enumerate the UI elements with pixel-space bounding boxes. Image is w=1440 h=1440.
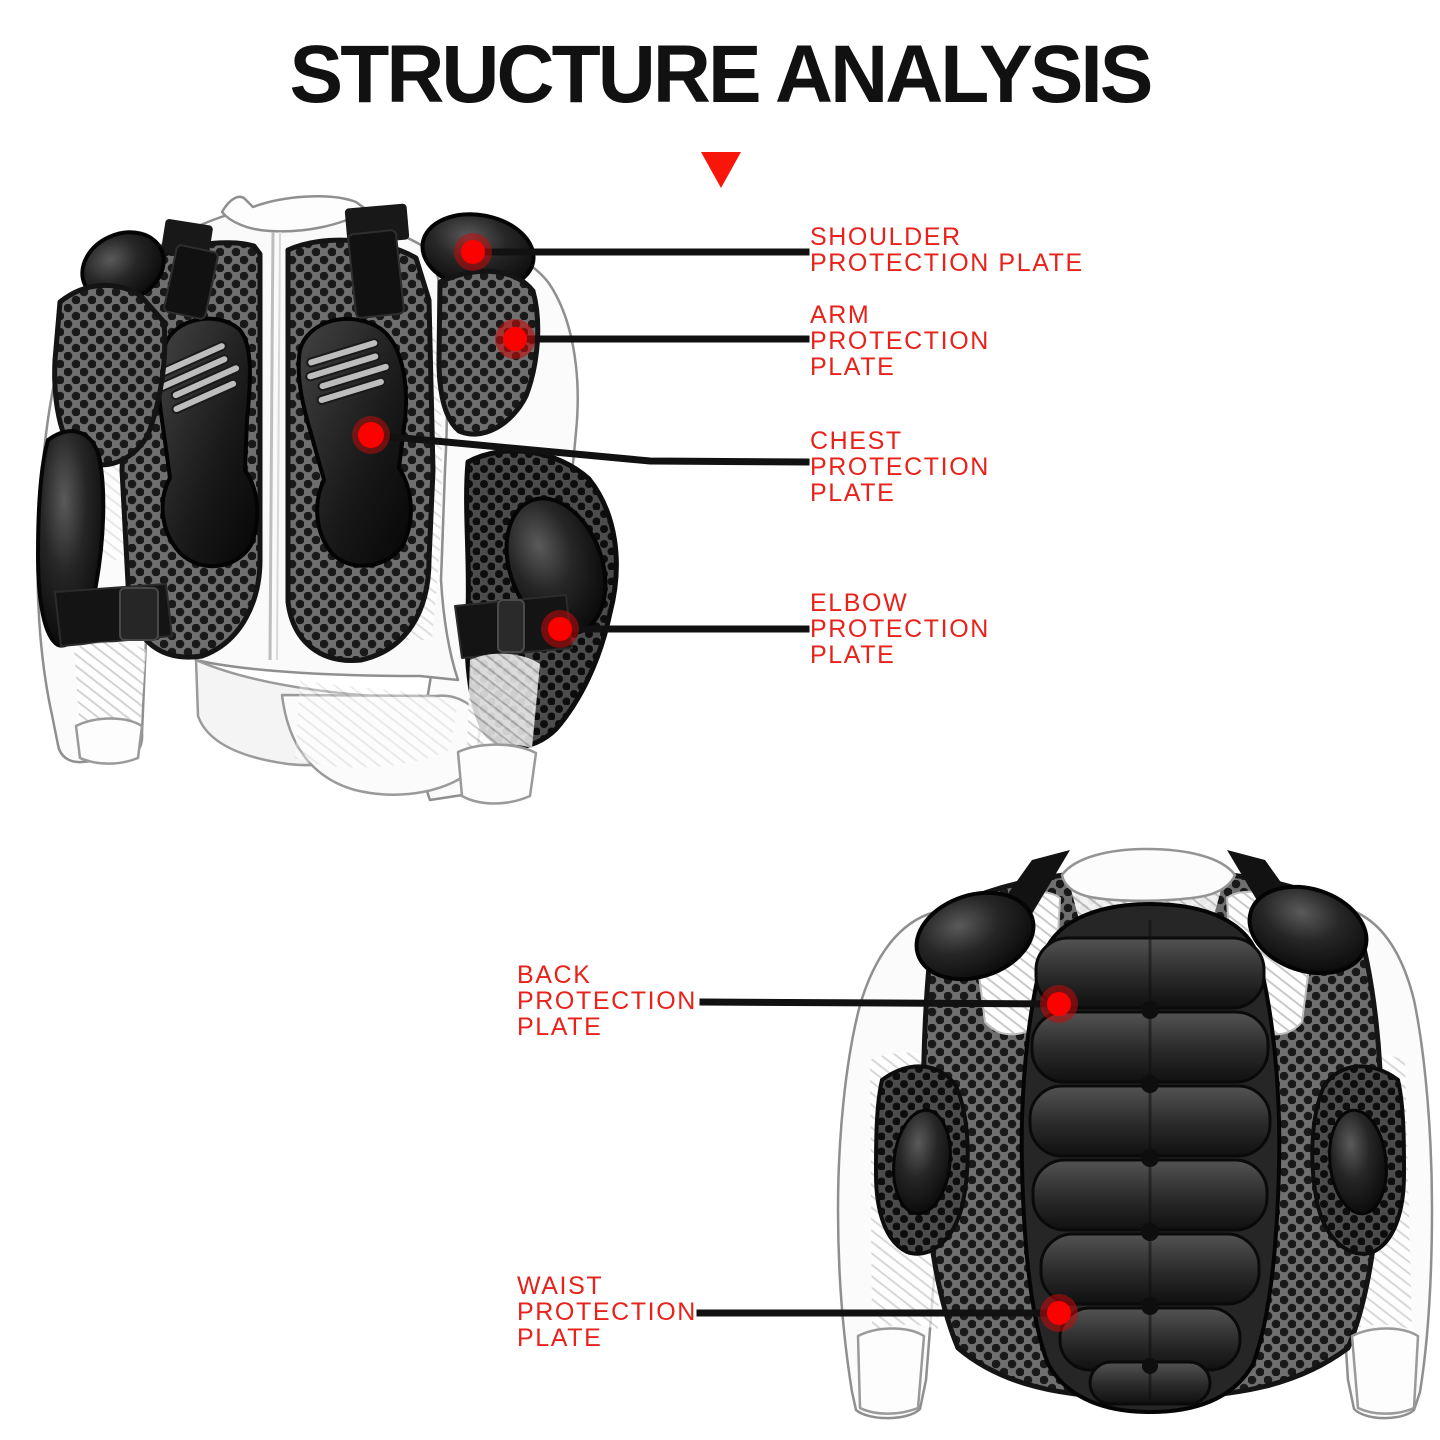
- arm-dot-marker: [495, 319, 535, 359]
- waist-protection-label: WAIST PROTECTION PLATE: [517, 1273, 697, 1351]
- label-line: PROTECTION: [810, 615, 990, 643]
- label-line: PROTECTION: [810, 453, 990, 481]
- elbow-dot-marker: [541, 610, 579, 648]
- label-line: PROTECTION: [810, 327, 990, 355]
- shoulder-dot-marker: [454, 233, 492, 271]
- callout-lines: [367, 248, 1063, 1317]
- label-line: WAIST: [517, 1272, 604, 1300]
- label-line: CHEST: [810, 427, 903, 455]
- waist-dot-marker: [1040, 1294, 1078, 1332]
- label-line: PLATE: [517, 1013, 603, 1041]
- back-jacket-illustration: [836, 847, 1434, 1420]
- back-protection-label: BACK PROTECTION PLATE: [517, 962, 697, 1040]
- label-line: PLATE: [810, 353, 896, 381]
- back-dot-marker: [1040, 985, 1078, 1023]
- label-line: PROTECTION: [517, 1298, 697, 1326]
- back-callout-line: [699, 998, 1063, 1008]
- label-line: PROTECTION: [517, 987, 697, 1015]
- label-line: ARM: [810, 301, 871, 329]
- label-line: PLATE: [810, 479, 896, 507]
- elbow-protection-label: ELBOW PROTECTION PLATE: [810, 590, 990, 668]
- label-line: PLATE: [810, 641, 896, 669]
- page-title: STRUCTURE ANALYSIS: [289, 29, 1154, 120]
- chest-dot-marker: [352, 416, 390, 454]
- pointer-triangle-icon: [701, 152, 741, 188]
- chest-callout-line: [367, 431, 810, 466]
- label-line: ELBOW: [810, 589, 909, 617]
- label-line: BACK: [517, 961, 592, 989]
- label-line: SHOULDER: [810, 223, 962, 251]
- front-jacket-illustration: [36, 195, 619, 805]
- label-line: PROTECTION PLATE: [810, 249, 1084, 277]
- callout-dot-markers: [352, 233, 1078, 1332]
- arm-protection-label: ARM PROTECTION PLATE: [810, 302, 990, 380]
- label-line: PLATE: [517, 1324, 603, 1352]
- shoulder-protection-label: SHOULDER PROTECTION PLATE: [810, 224, 1084, 276]
- chest-protection-label: CHEST PROTECTION PLATE: [810, 428, 990, 506]
